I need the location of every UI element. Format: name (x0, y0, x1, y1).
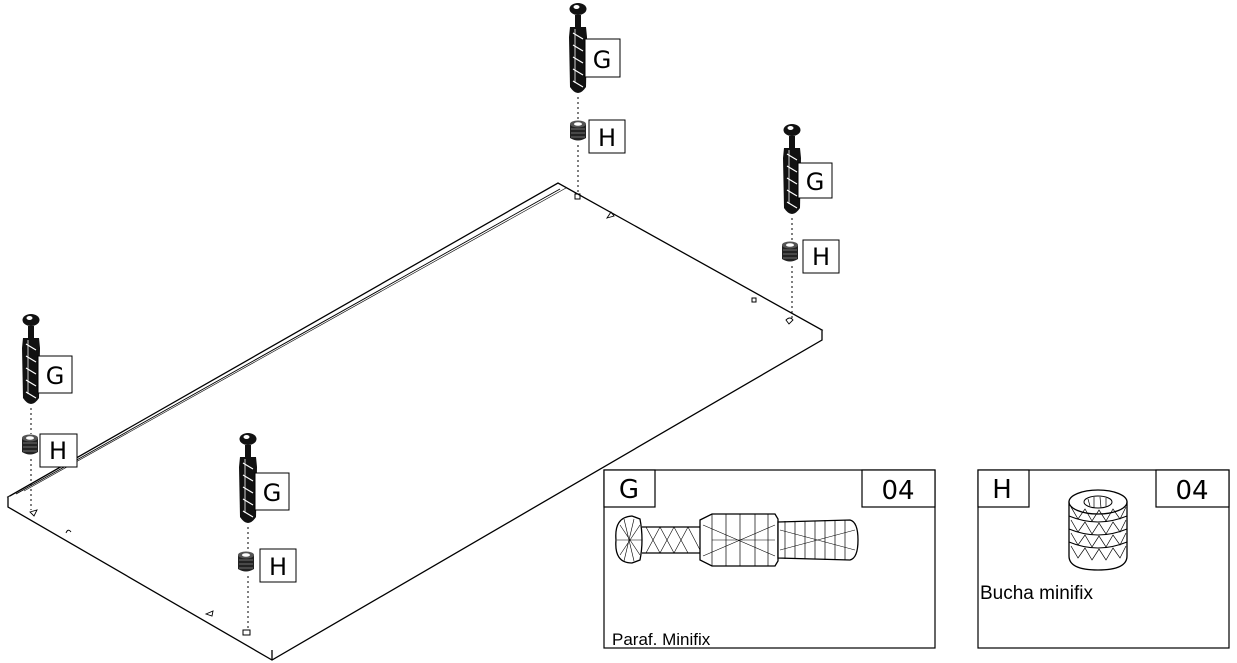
bushing-label-top: H (598, 124, 616, 152)
legend-bushing: H 04 Bucha minifix (977, 469, 1230, 649)
panel-board (6, 182, 824, 661)
screw-label-left: G (46, 362, 65, 390)
legend-bushing-description: Bucha minifix (980, 583, 1093, 604)
minifix-bushing-top (569, 120, 587, 141)
minifix-screw-left (21, 313, 41, 405)
cam-bolt-illustration (615, 513, 859, 567)
legend-screw-qty-box (861, 469, 936, 508)
label-box-h-top (588, 119, 626, 154)
label-box-h-right (802, 239, 840, 274)
label-box-g-bottom (254, 472, 290, 511)
label-box-g-top (584, 38, 621, 78)
minifix-bushing-left (21, 434, 39, 455)
screw-label-right: G (806, 168, 825, 196)
bushing-label-right: H (812, 243, 830, 271)
screw-label-top: G (593, 46, 612, 74)
legend-screw-letter: G (619, 475, 639, 505)
label-box-h-bottom (259, 548, 297, 583)
bushing-label-bottom: H (269, 553, 287, 581)
legend-screw-letter-box (603, 469, 656, 508)
legend-bushing-quantity: 04 (1175, 476, 1208, 506)
minifix-bushing-right (781, 241, 799, 262)
screw-label-bottom: G (263, 479, 282, 507)
label-box-g-left (37, 355, 73, 394)
legend-bushing-letter: H (992, 475, 1012, 505)
label-box-g-right (797, 162, 833, 199)
minifix-bushing-bottom (237, 551, 255, 572)
guide-lines (30, 97, 793, 630)
bushing-label-left: H (49, 437, 67, 465)
legend-screw: G 04 Paraf. Minifix (603, 469, 936, 649)
legend-bushing-qty-box (1155, 469, 1230, 508)
legend-bushing-letter-box (977, 469, 1030, 508)
label-box-h-left (39, 433, 78, 468)
legend-screw-quantity: 04 (881, 476, 914, 506)
bushing-illustration (1068, 489, 1128, 571)
legend-screw-description: Paraf. Minifix (612, 630, 711, 649)
minifix-screw-top (568, 2, 588, 94)
